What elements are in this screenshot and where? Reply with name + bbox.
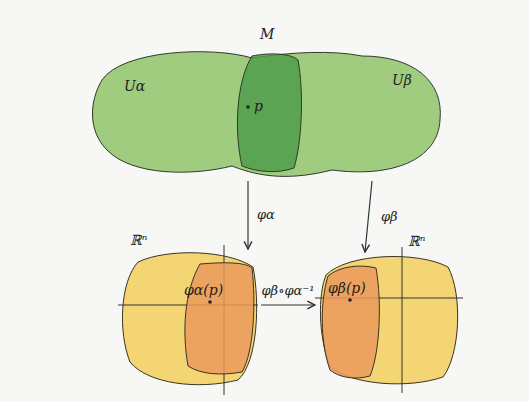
blob-path xyxy=(185,263,254,374)
blob-path xyxy=(92,52,440,177)
overlap-region-outline xyxy=(232,52,302,172)
blob-path xyxy=(322,266,379,378)
space-label: ℝⁿ xyxy=(408,233,425,249)
coordinate-axis xyxy=(402,247,403,393)
point-dot xyxy=(208,300,212,304)
blob-path xyxy=(320,257,457,384)
point-label: p xyxy=(254,98,263,114)
image-region-outline xyxy=(320,262,382,380)
blob-path xyxy=(122,253,256,385)
map-label: φβ∘φα⁻¹ xyxy=(261,283,316,299)
image-region: φβ(p) xyxy=(320,262,382,380)
manifold-blob: UαMUβp xyxy=(92,50,444,178)
image-point-label: φα(p) xyxy=(184,282,223,298)
map-arrow xyxy=(365,181,372,252)
image-region: φα(p) xyxy=(180,262,256,374)
euclidean-blob: ℝⁿφα(p) xyxy=(118,252,258,387)
image-point-label: φβ(p) xyxy=(328,280,366,296)
point-dot xyxy=(246,105,250,109)
map-arrow xyxy=(261,304,315,305)
manifold-label: M xyxy=(260,26,274,42)
chart-domain-label: Uα xyxy=(124,78,145,94)
map-label: φα xyxy=(256,207,276,223)
point-dot xyxy=(348,298,352,302)
euclidean-blob: ℝⁿφβ(p) xyxy=(318,255,460,385)
map-label: φβ xyxy=(380,209,399,225)
map-arrow xyxy=(247,181,248,249)
image-region-outline xyxy=(180,262,256,374)
blob-path xyxy=(237,54,301,172)
overlap-region: p xyxy=(232,52,302,172)
chart-domain-label: Uβ xyxy=(392,72,412,88)
space-label: ℝⁿ xyxy=(130,232,147,248)
